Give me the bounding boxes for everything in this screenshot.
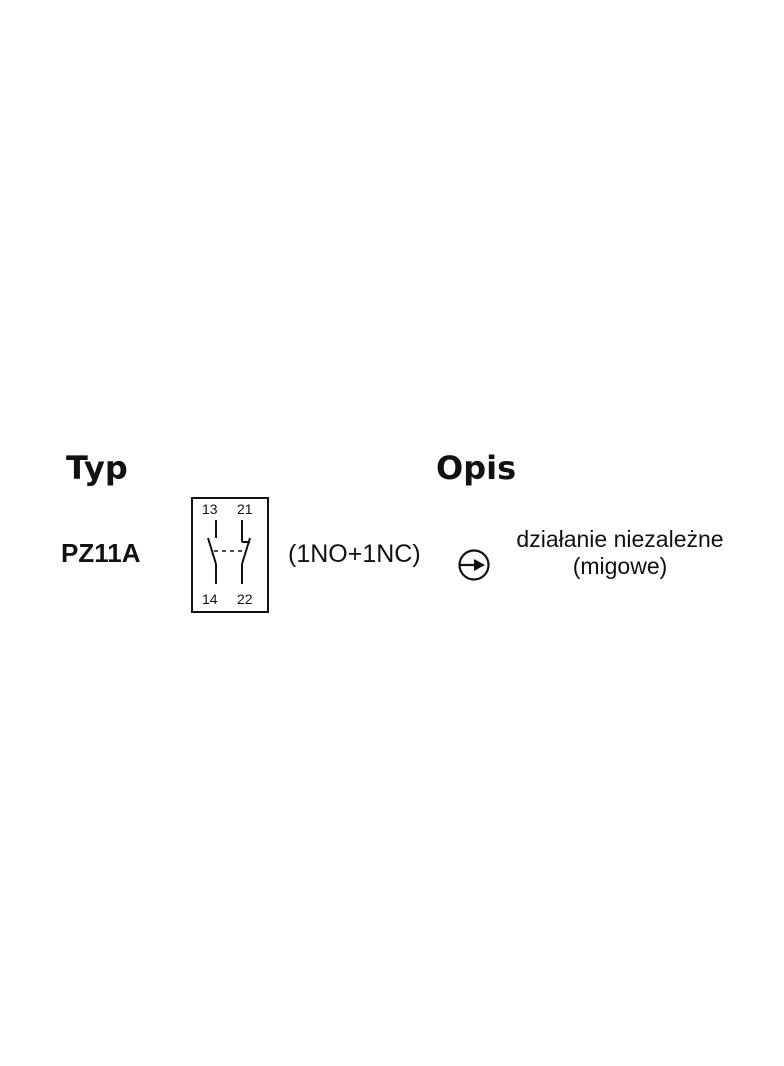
type-code: PZ11A [61, 538, 141, 568]
description-line-1: działanie niezależne [516, 526, 724, 552]
column-header-type: Typ [66, 449, 128, 487]
nc-contact [241, 520, 251, 584]
contact-symbol: 13 21 14 22 [191, 497, 269, 613]
snap-action-icon [458, 549, 490, 581]
contact-symbol-frame [191, 497, 269, 613]
description: działanie niezależne (migowe) [500, 526, 740, 580]
terminal-no-bottom: 14 [202, 591, 218, 607]
description-line-2: (migowe) [572, 553, 668, 579]
terminal-no-top: 13 [202, 501, 218, 517]
column-header-description: Opis [436, 449, 517, 487]
contact-configuration: (1NO+1NC) [288, 540, 421, 568]
terminal-nc-top: 21 [237, 501, 253, 517]
terminal-nc-bottom: 22 [237, 591, 253, 607]
no-contact [207, 520, 217, 584]
